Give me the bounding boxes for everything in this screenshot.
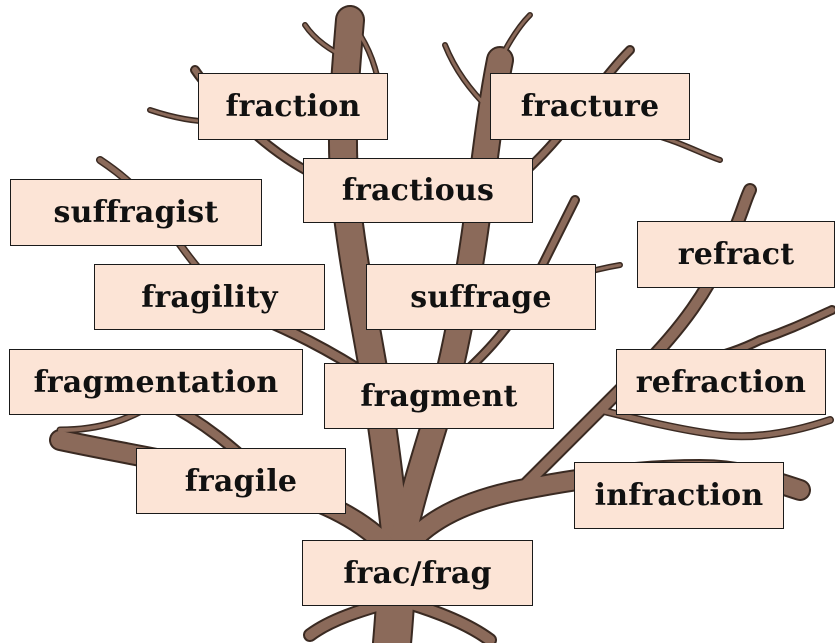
word-box-fragmentation: fragmentation <box>9 349 303 415</box>
root-label: frac/frag <box>343 555 492 591</box>
root-box-frac-frag: frac/frag <box>302 540 533 606</box>
word-label: fragile <box>184 463 298 499</box>
word-box-fraction: fraction <box>198 73 388 140</box>
word-label: refraction <box>635 364 807 400</box>
word-box-fragment: fragment <box>324 363 554 429</box>
word-label: infraction <box>594 478 764 513</box>
word-box-fragility: fragility <box>94 264 325 330</box>
word-label: fragment <box>360 378 518 414</box>
word-label: fraction <box>225 89 361 124</box>
word-box-refraction: refraction <box>616 349 826 415</box>
word-label: fragmentation <box>33 364 279 400</box>
word-box-fragile: fragile <box>136 448 346 514</box>
word-box-suffragist: suffragist <box>10 179 262 246</box>
word-label: suffragist <box>53 195 219 230</box>
word-box-infraction: infraction <box>574 462 784 529</box>
word-box-fractious: fractious <box>303 158 533 223</box>
word-box-fracture: fracture <box>490 73 690 140</box>
word-label: suffrage <box>410 279 552 315</box>
word-label: refract <box>677 237 795 272</box>
word-label: fracture <box>520 89 660 124</box>
word-box-refract: refract <box>637 221 835 288</box>
word-label: fractious <box>341 173 495 208</box>
word-label: fragility <box>141 279 278 315</box>
word-box-suffrage: suffrage <box>366 264 596 330</box>
